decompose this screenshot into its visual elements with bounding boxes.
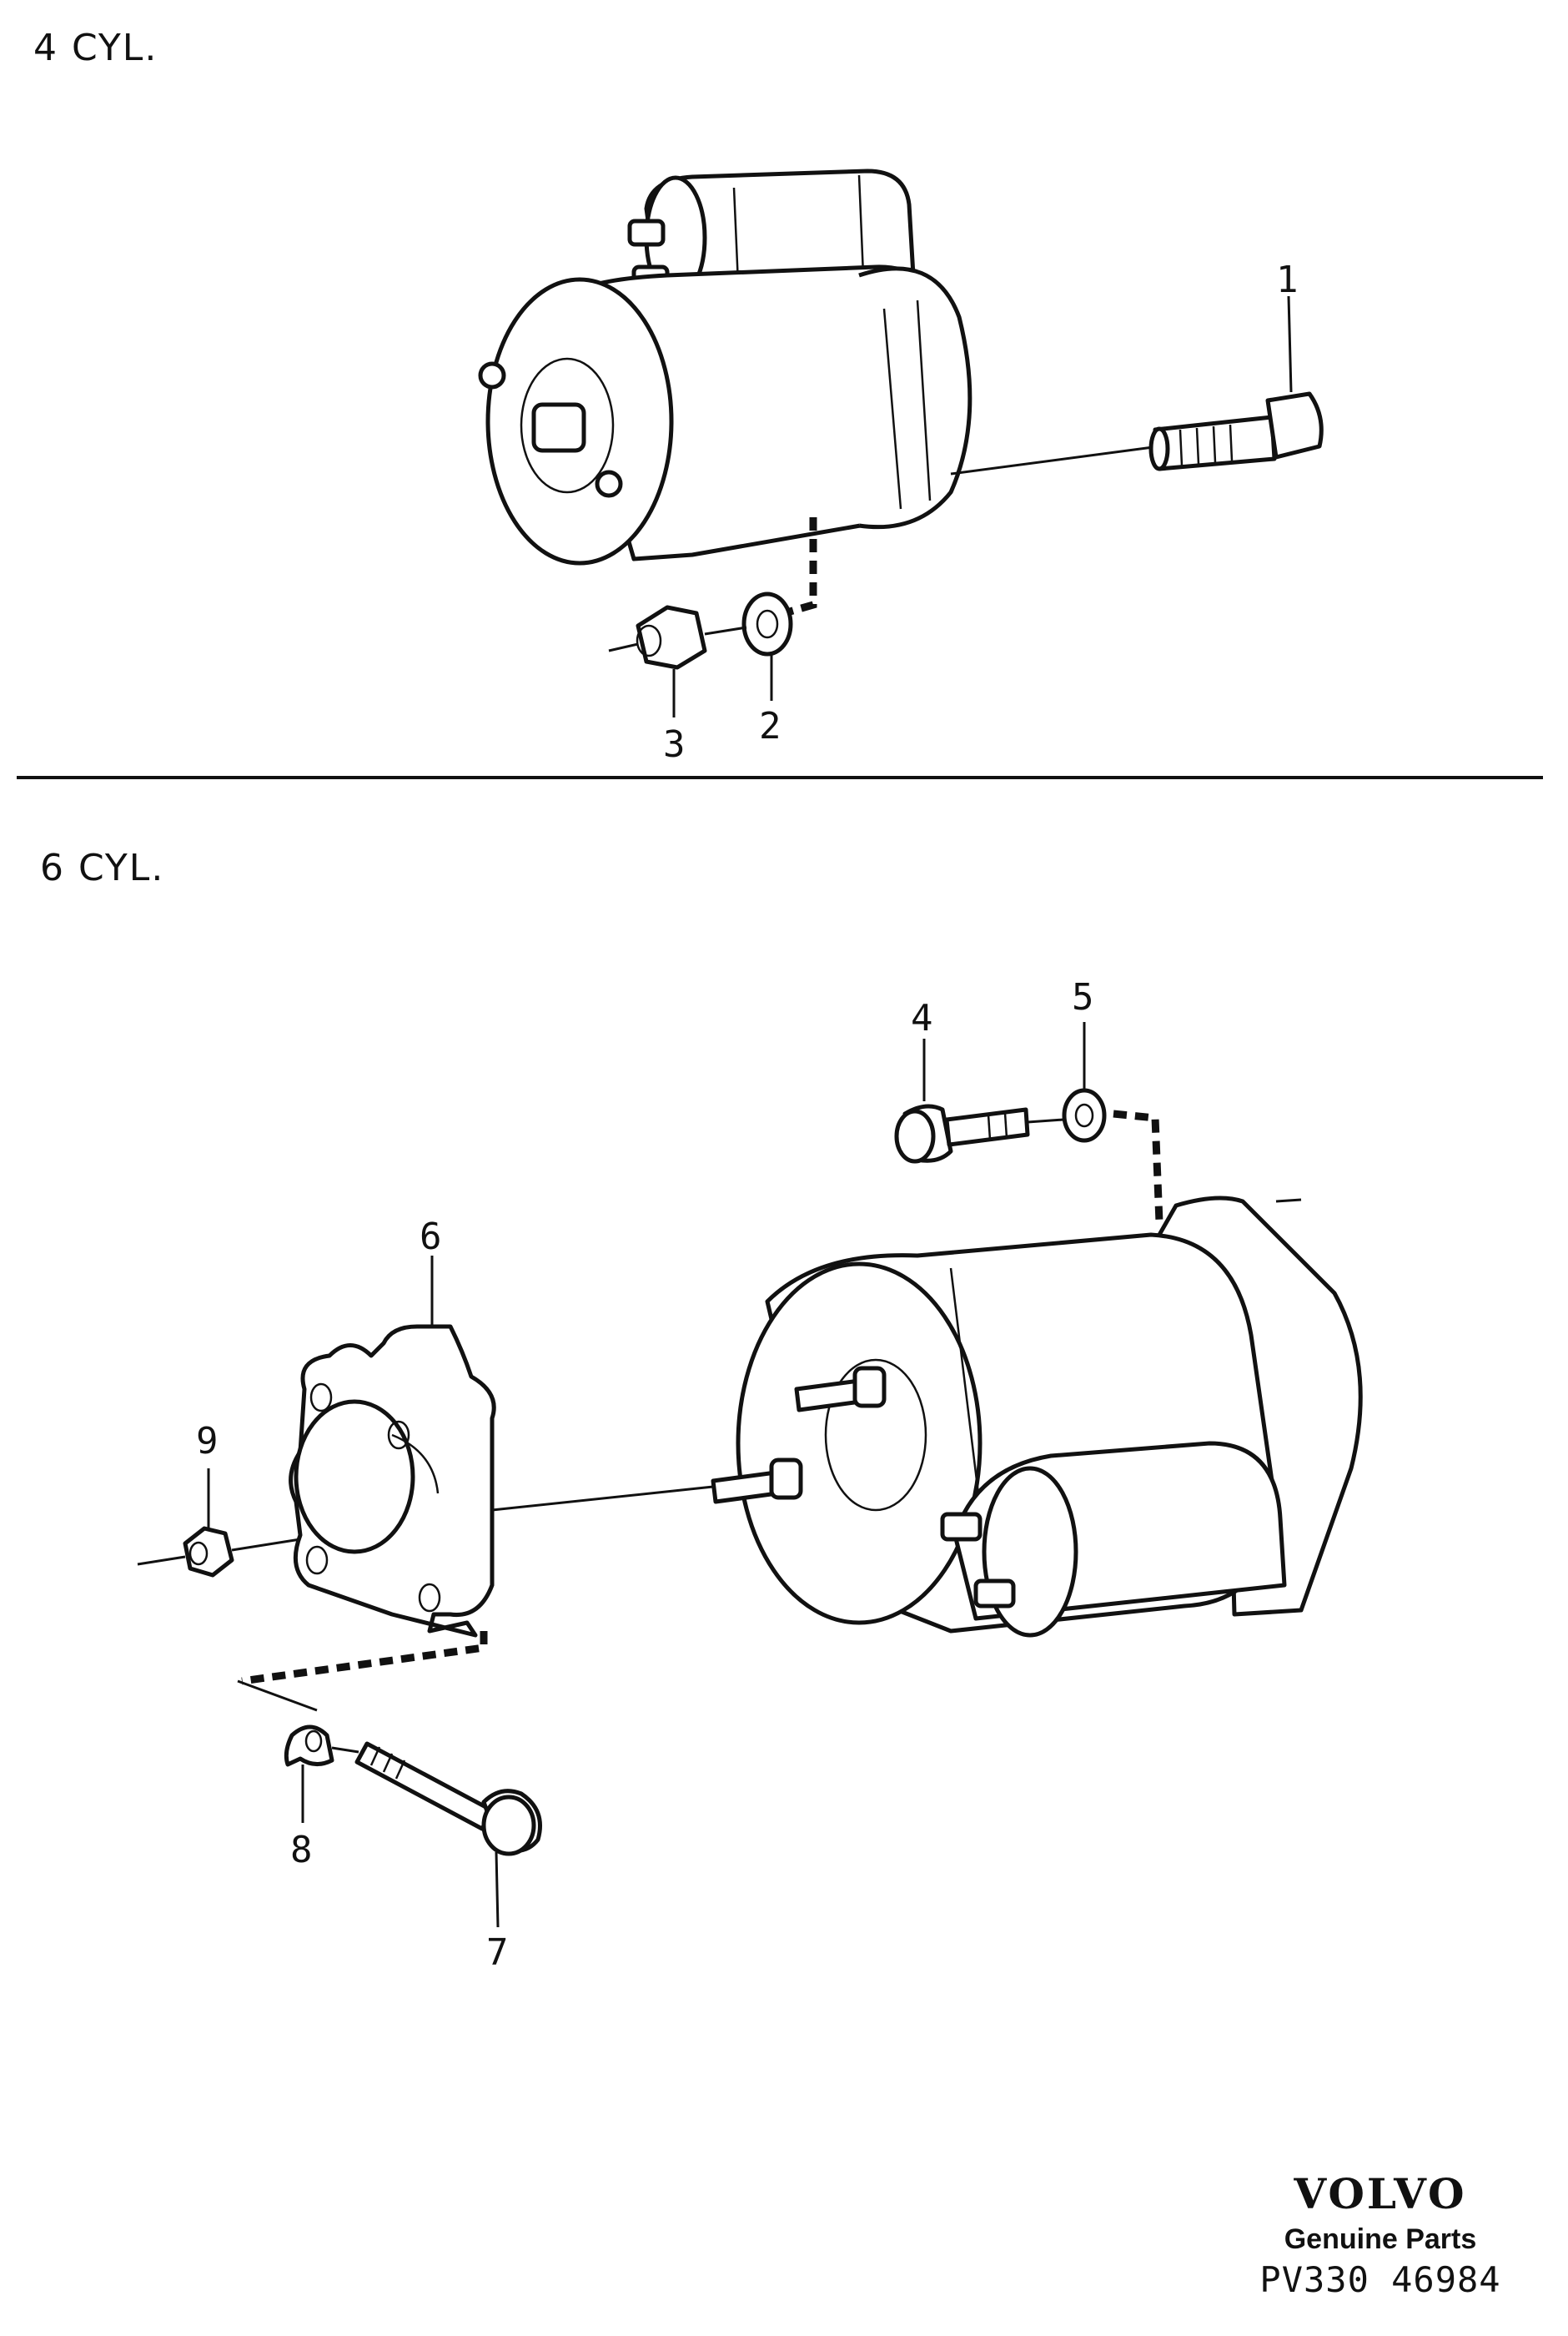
part-6-cover-plate (237, 1256, 496, 1712)
brand-logo: VOLVO (1294, 2169, 1467, 2218)
brand-block: VOLVO Genuine Parts PV330 46984 (1243, 2169, 1518, 2300)
diagram-reference: PV330 46984 (1259, 2259, 1501, 2300)
starter-motor-6cyl (491, 1110, 1363, 1638)
callout-8: 8 (290, 1829, 313, 1871)
part-8-tab-washer (284, 1724, 359, 1823)
part-1-bolt (1148, 295, 1324, 471)
callout-4: 4 (911, 997, 933, 1040)
callout-9: 9 (196, 1420, 219, 1463)
callout-5: 5 (1072, 976, 1094, 1019)
part-9-nut (137, 1468, 301, 1578)
callout-7: 7 (486, 1931, 509, 1974)
part-5-washer (1062, 1022, 1107, 1143)
callout-3: 3 (663, 723, 686, 766)
starter-motor-4cyl (478, 169, 1160, 617)
part-2-washer (741, 592, 793, 701)
part-7-long-bolt (354, 1741, 542, 1928)
brand-tagline: Genuine Parts (1284, 2223, 1477, 2255)
part-3-nut (608, 605, 747, 717)
callout-6: 6 (420, 1216, 442, 1258)
section-title-4cyl: 4 CYL. (33, 27, 158, 69)
callout-1: 1 (1276, 259, 1299, 301)
callout-2: 2 (759, 705, 781, 748)
part-4-bolt (894, 1039, 1064, 1164)
section-title-6cyl: 6 CYL. (40, 847, 164, 889)
